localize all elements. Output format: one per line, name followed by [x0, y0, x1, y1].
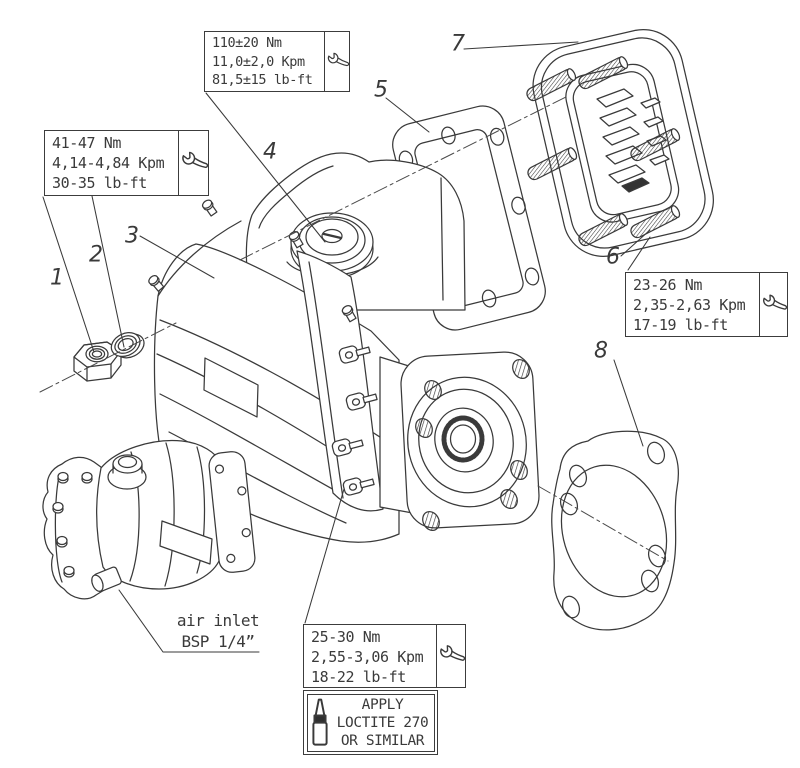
leader-lines [42, 41, 651, 653]
glue-bottle-icon [311, 698, 328, 746]
wrench-icon [761, 289, 787, 317]
clamp-lug [331, 438, 364, 457]
bolt-stub [201, 199, 218, 217]
bolt-stub [148, 274, 165, 292]
studs-6-drawing [526, 56, 681, 247]
torque-callout-right: 23-26 Nm 2,35-2,63 Kpm 17-19 lb-ft [625, 272, 788, 337]
torque-lbft: 81,5±15 lb-ft [212, 72, 313, 88]
air-inlet-line-2: BSP 1/4” [181, 632, 255, 651]
part-label-3: 3 [125, 223, 139, 249]
loctite-note-text: APPLY LOCTITE 270 OR SIMILAR [332, 696, 434, 750]
torque-kpm: 4,14-4,84 Kpm [52, 154, 165, 172]
part-label-4: 4 [263, 139, 277, 165]
torque-values: 41-47 Nm 4,14-4,84 Kpm 30-35 lb-ft [45, 131, 179, 195]
center-lines [39, 95, 669, 562]
gasket-8-drawing [551, 430, 679, 631]
torque-callout-top: 110±20 Nm 11,0±2,0 Kpm 81,5±15 lb-ft [204, 31, 350, 92]
torque-callout-left: 41-47 Nm 4,14-4,84 Kpm 30-35 lb-ft [44, 130, 209, 196]
torque-lbft: 30-35 lb-ft [52, 174, 147, 192]
clamp-lug [338, 345, 371, 364]
small-pump-drawing [42, 439, 256, 600]
splined-bore [441, 415, 485, 463]
clamp-lug [342, 477, 375, 496]
part-label-7: 7 [451, 31, 465, 57]
loctite-note: APPLY LOCTITE 270 OR SIMILAR [303, 690, 438, 755]
air-inlet-line-1: air inlet [176, 611, 260, 630]
wrench-icon [180, 147, 208, 176]
torque-nm: 23-26 Nm [633, 276, 703, 294]
torque-callout-bottom: 25-30 Nm 2,55-3,06 Kpm 18-22 lb-ft [303, 624, 466, 688]
wrench-icon [326, 48, 349, 73]
note-line-3: OR SIMILAR [340, 732, 425, 749]
air-inlet-fitting [91, 566, 122, 592]
part-label-1: 1 [50, 265, 64, 291]
part-label-8: 8 [594, 338, 608, 364]
torque-kpm: 11,0±2,0 Kpm [212, 53, 305, 70]
wrench-icon [438, 640, 465, 669]
torque-lbft: 17-19 lb-ft [633, 316, 728, 334]
torque-kpm: 2,35-2,63 Kpm [633, 296, 746, 314]
torque-values: 23-26 Nm 2,35-2,63 Kpm 17-19 lb-ft [626, 273, 760, 336]
part-label-5: 5 [374, 77, 388, 103]
torque-nm: 110±20 Nm [212, 35, 282, 51]
name-plate [203, 357, 259, 418]
torque-nm: 25-30 Nm [311, 628, 381, 646]
note-line-1: APPLY [361, 696, 404, 713]
filler-cap-drawing [290, 212, 374, 279]
clamp-lug [345, 392, 378, 411]
part-label-6: 6 [606, 244, 620, 270]
torque-values: 25-30 Nm 2,55-3,06 Kpm 18-22 lb-ft [304, 625, 437, 687]
torque-values: 110±20 Nm 11,0±2,0 Kpm 81,5±15 lb-ft [205, 32, 325, 91]
torque-kpm: 2,55-3,06 Kpm [311, 648, 424, 666]
note-line-2: LOCTITE 270 [336, 714, 429, 731]
air-inlet-label: air inlet BSP 1/4” [160, 610, 276, 652]
torque-lbft: 18-22 lb-ft [311, 668, 406, 686]
bolt-stub [341, 305, 357, 323]
part-label-2: 2 [89, 242, 103, 268]
torque-nm: 41-47 Nm [52, 134, 122, 152]
